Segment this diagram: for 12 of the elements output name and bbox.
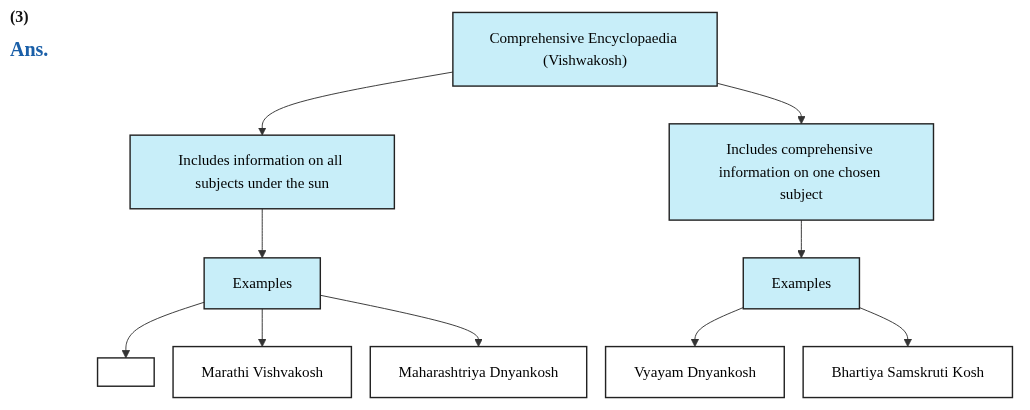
node-box <box>96 357 155 387</box>
node-box: Maharashtriya Dnyankosh <box>369 345 588 399</box>
node-box: Examples <box>742 257 861 310</box>
note-text: (3) <box>10 8 30 26</box>
node-box: Marathi Vishvakosh <box>172 345 353 399</box>
node-box: Comprehensive Encyclopaedia (Vishwakosh) <box>452 11 718 87</box>
node-box: Bhartiya Samskruti Kosh <box>802 345 1014 399</box>
note-text: Ans. <box>10 38 49 61</box>
node-box: Includes comprehensive information on one chosen subject <box>668 123 935 221</box>
node-box: Includes information on all subjects under the sun <box>129 134 396 210</box>
node-box: Examples <box>203 257 322 310</box>
node-box: Vyayam Dnyankosh <box>604 345 785 399</box>
